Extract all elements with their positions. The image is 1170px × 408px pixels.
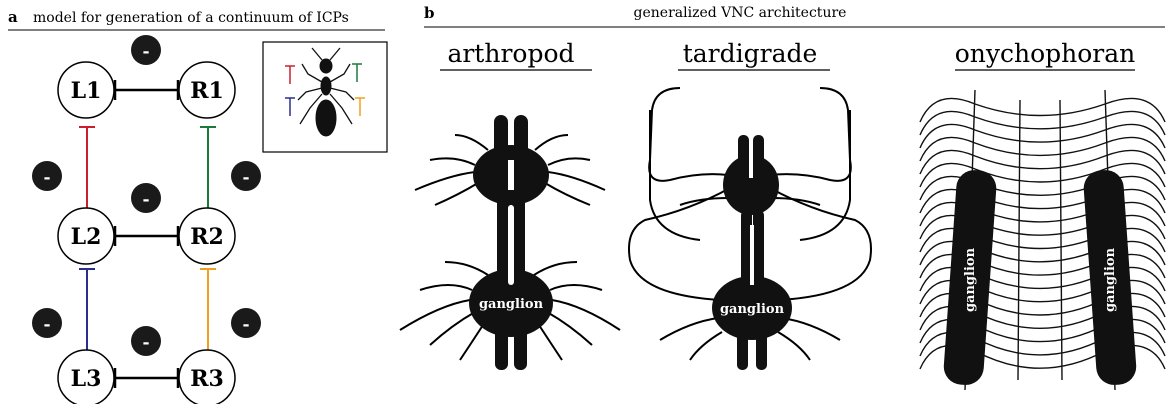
arthropod-ganglion-label: ganglion <box>479 297 544 312</box>
node-L3-label: L3 <box>71 366 102 392</box>
panel-a-letter: a <box>8 8 18 26</box>
onychophoran-commissure-line <box>920 150 1165 174</box>
node-R1-label: R1 <box>190 78 224 104</box>
connection-R3-R2 <box>200 269 216 350</box>
panel-b: b generalized VNC architecture arthropod <box>400 4 1165 390</box>
panel-a-title: model for generation of a continuum of I… <box>33 10 349 26</box>
onychophoran-commissure-line <box>920 163 1165 187</box>
inhibition-badge-left-lower: - <box>32 308 62 338</box>
tardigrade-diagram: tardigrade <box>629 39 871 370</box>
node-R2-label: R2 <box>190 224 224 250</box>
svg-text:-: - <box>142 42 149 62</box>
node-R3: R3 <box>179 350 235 404</box>
svg-text:-: - <box>43 168 50 188</box>
node-L1-label: L1 <box>71 78 102 104</box>
inhibition-badge-left-upper: - <box>32 161 62 191</box>
svg-text:-: - <box>242 168 249 188</box>
arthropod-diagram: arthropod ganglion <box>400 39 620 370</box>
node-R1: R1 <box>179 62 235 118</box>
onychophoran-ganglion-label-left: ganglion <box>963 247 978 312</box>
panel-a: a model for generation of a continuum of… <box>8 8 387 404</box>
node-L2-label: L2 <box>71 224 102 250</box>
panel-b-letter: b <box>424 4 435 22</box>
onychophoran-longitudinal-line <box>1060 100 1062 380</box>
node-L3: L3 <box>58 350 114 404</box>
node-L1: L1 <box>58 62 114 118</box>
ant-inset <box>263 42 387 152</box>
onychophoran-commissure-line <box>920 98 1165 122</box>
inhibition-badge-center-upper: - <box>131 183 161 213</box>
inhibition-badge-center-lower: - <box>131 326 161 356</box>
onychophoran-title: onychophoran <box>955 39 1136 68</box>
svg-text:-: - <box>242 315 249 335</box>
node-R2: R2 <box>179 208 235 264</box>
arthropod-title: arthropod <box>447 39 574 68</box>
inhibition-badge-right-upper: - <box>231 161 261 191</box>
node-L2: L2 <box>58 208 114 264</box>
inhibition-badge-right-lower: - <box>231 308 261 338</box>
connection-R2-R1 <box>200 127 216 208</box>
svg-text:-: - <box>142 333 149 353</box>
tardigrade-title: tardigrade <box>683 39 818 68</box>
connection-L3-L2 <box>79 269 95 350</box>
tardigrade-ganglion-label: ganglion <box>720 302 785 317</box>
onychophoran-diagram: onychophoran ganglion ganglion <box>920 39 1165 390</box>
inhibition-badge-top-mutual: - <box>131 35 161 65</box>
svg-text:-: - <box>142 190 149 210</box>
onychophoran-commissure-line <box>920 137 1165 161</box>
onychophoran-ganglion-label-right: ganglion <box>1103 247 1118 312</box>
panel-b-title: generalized VNC architecture <box>634 5 847 21</box>
node-R3-label: R3 <box>190 366 224 392</box>
onychophoran-longitudinal-line <box>1018 100 1020 380</box>
svg-text:-: - <box>43 315 50 335</box>
connection-L2-L1 <box>79 127 95 208</box>
onychophoran-commissure-line <box>920 124 1165 148</box>
